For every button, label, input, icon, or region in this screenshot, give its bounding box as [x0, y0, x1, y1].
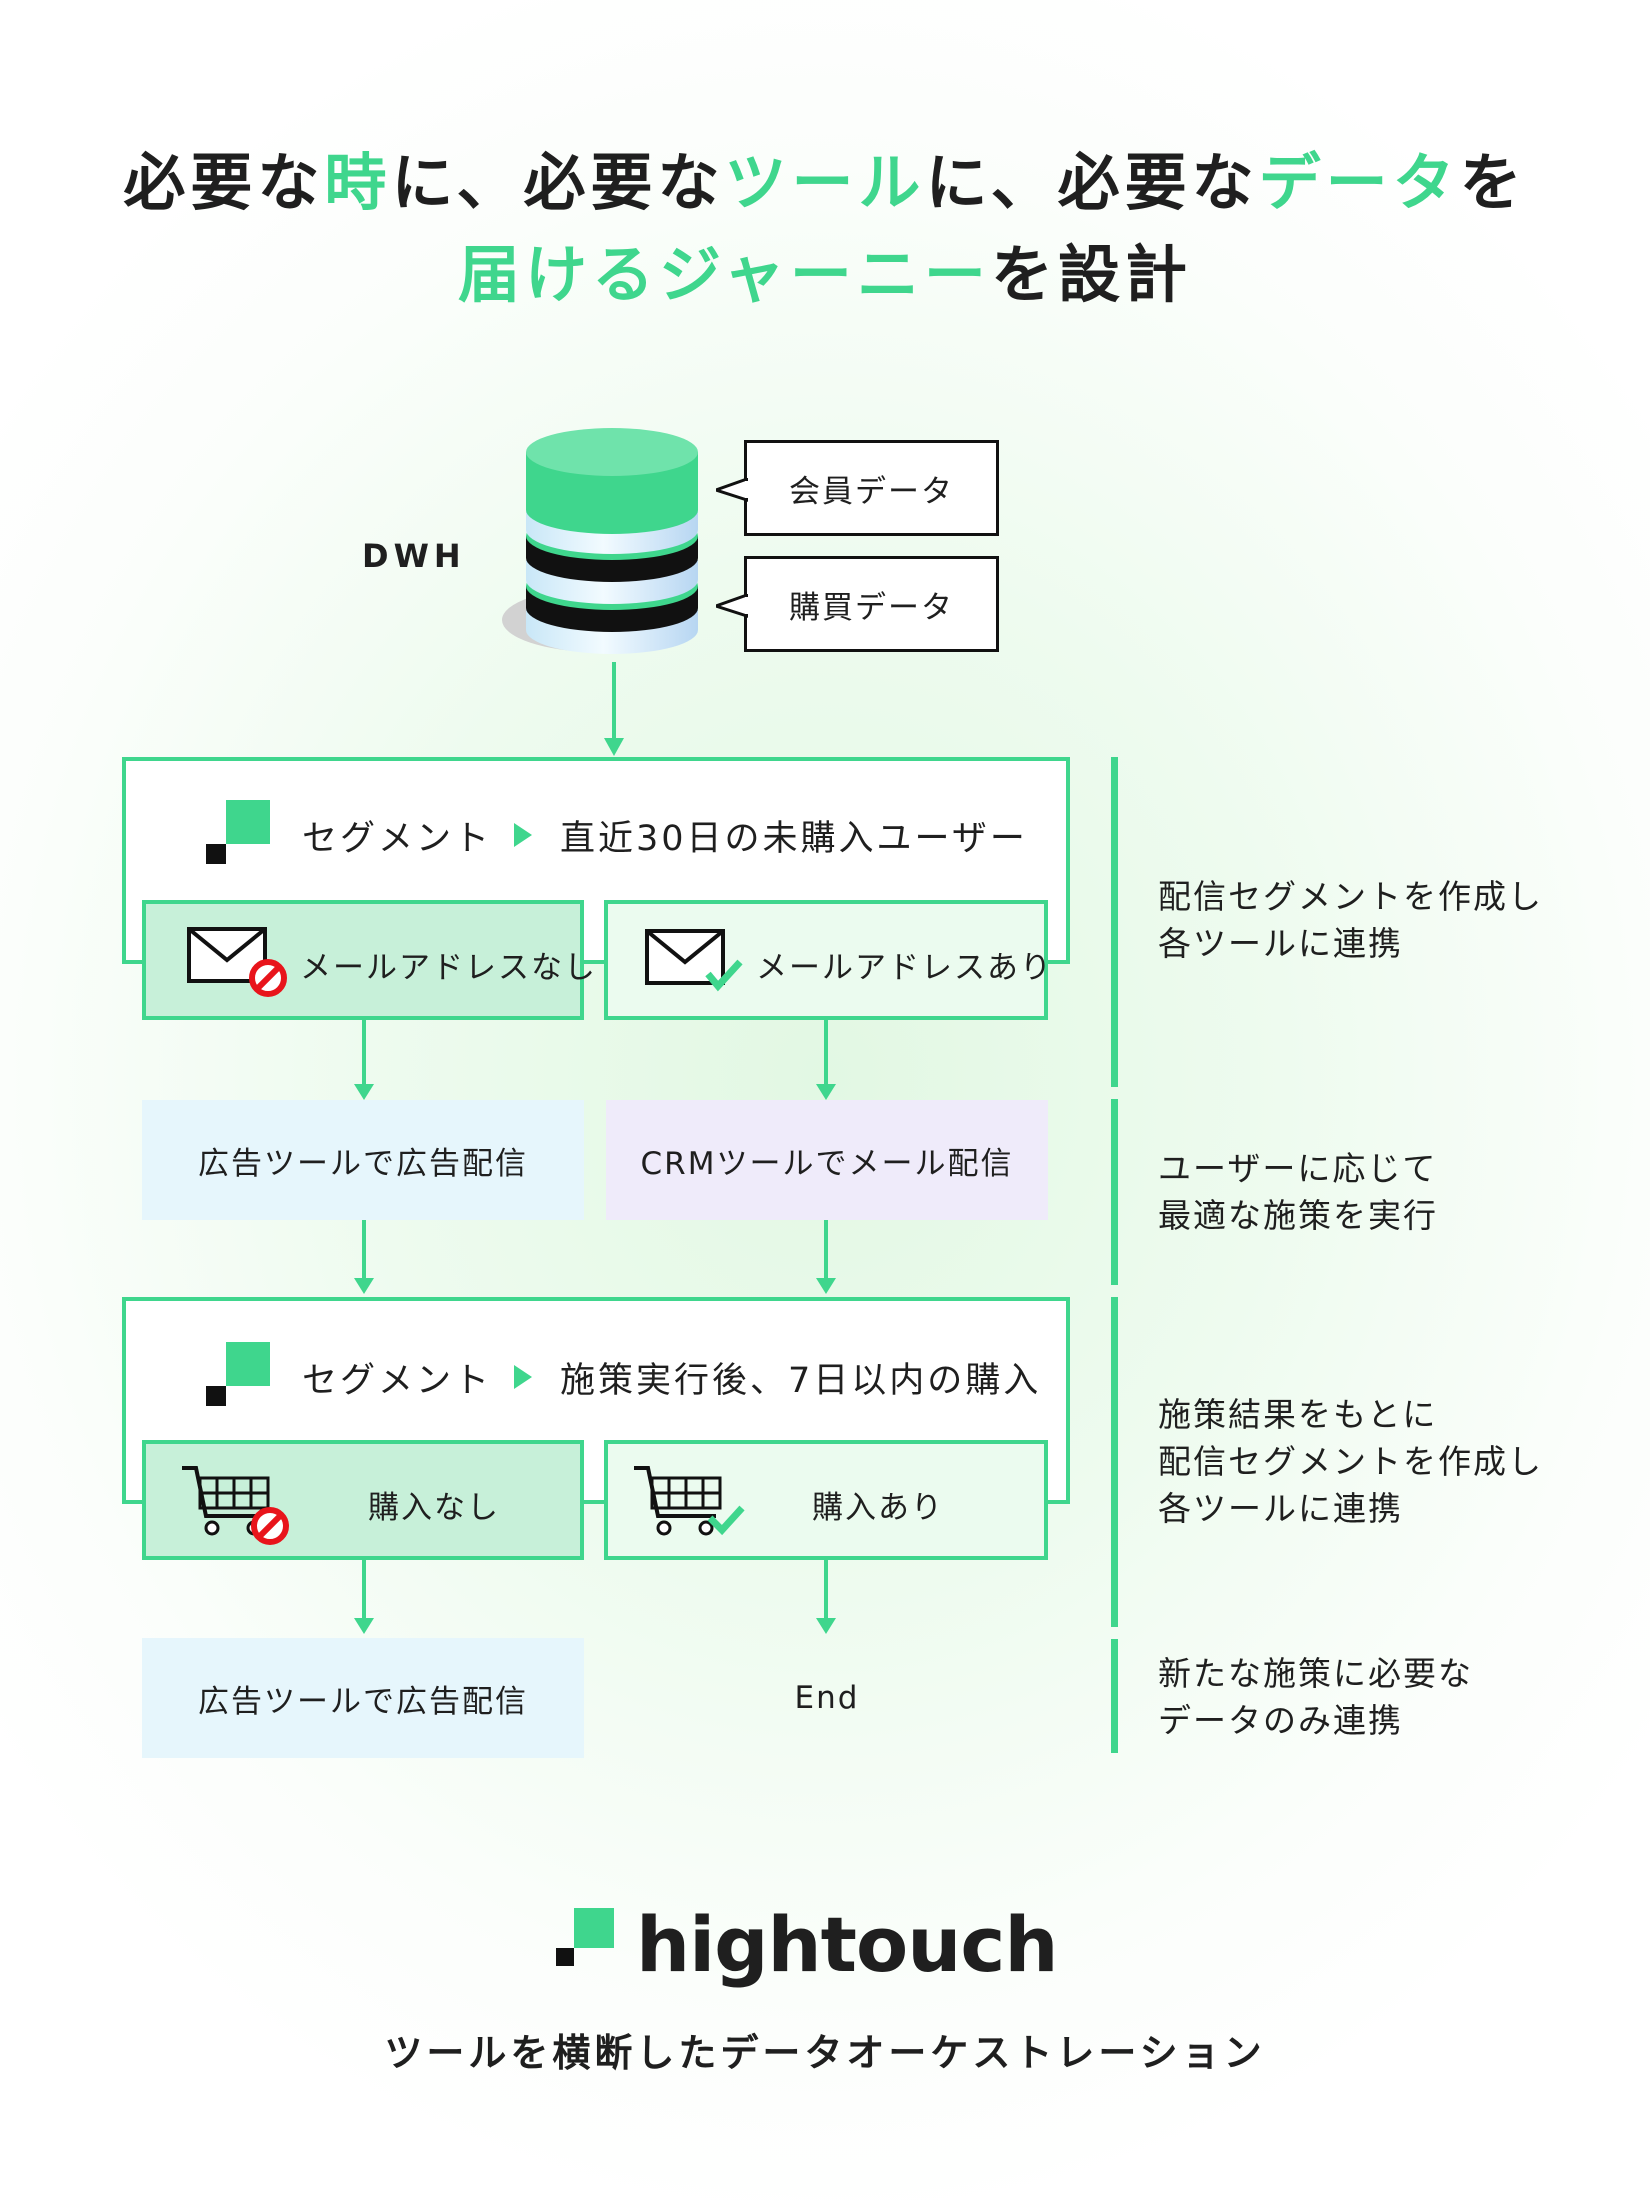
hightouch-mark-icon: [206, 1342, 270, 1406]
segment-condition: 施策実行後、7日以内の購入: [560, 1360, 1042, 1401]
title-part-accent: ツール: [724, 146, 926, 219]
action-label: End: [794, 1680, 860, 1716]
side-bar-2: [1111, 1099, 1118, 1285]
hightouch-logo-icon: [556, 1908, 614, 1966]
bubble-label: 購買データ: [789, 589, 954, 626]
side-note-line: 各ツールに連携: [1158, 924, 1403, 963]
action-label: CRMツールでメール配信: [640, 1145, 1014, 1182]
logo-wordmark: hightouch: [636, 1900, 1058, 1989]
bubble-label: 会員データ: [789, 473, 954, 510]
action-label: 広告ツールで広告配信: [198, 1683, 528, 1720]
segment-header-2: セグメント 施策実行後、7日以内の購入: [302, 1354, 1042, 1401]
title-part: に、必要な: [925, 146, 1259, 219]
bubble-pointer: [716, 594, 748, 618]
branch-has-email: メールアドレスあり: [604, 900, 1051, 1020]
bubble-pointer: [716, 478, 748, 502]
branch-no-purchase: 購入なし: [142, 1440, 584, 1560]
side-bar-3: [1111, 1297, 1118, 1627]
side-note-2: ユーザーに応じて 最適な施策を実行: [1158, 1145, 1438, 1239]
side-note-line: ユーザーに応じて: [1158, 1149, 1438, 1188]
segment-header-1: セグメント 直近30日の未購入ユーザー: [302, 812, 1028, 859]
side-note-line: 新たな施策に必要な: [1158, 1654, 1473, 1693]
dwh-label: DWH: [362, 537, 466, 575]
action-crm-mail: CRMツールでメール配信: [606, 1100, 1048, 1220]
side-note-4: 新たな施策に必要な データのみ連携: [1158, 1650, 1473, 1744]
mail-check-icon: [645, 929, 743, 992]
branch-has-purchase: 購入あり: [604, 1440, 1048, 1560]
side-note-line: 配信セグメントを作成し: [1158, 877, 1543, 916]
side-note-line: 最適な施策を実行: [1158, 1196, 1438, 1235]
title-part-accent: データ: [1258, 146, 1460, 219]
title-part-accent: 届けるジャーニー: [458, 238, 991, 311]
side-note-1: 配信セグメントを作成し 各ツールに連携: [1158, 873, 1543, 967]
title-part: を: [1459, 146, 1527, 219]
page-title-line-1: 必要な時に、必要なツールに、必要なデータを: [0, 152, 1650, 214]
triangle-right-icon: [514, 1365, 533, 1389]
speech-bubble-member-data: 会員データ: [744, 440, 999, 536]
branch-label: 購入なし: [368, 1490, 500, 1526]
side-note-3: 施策結果をもとに 配信セグメントを作成し 各ツールに連携: [1158, 1391, 1543, 1532]
side-note-line: 配信セグメントを作成し: [1158, 1442, 1543, 1481]
title-part: を設計: [990, 238, 1192, 311]
segment-frame-2: [122, 1297, 1070, 1504]
hightouch-mark-icon: [206, 800, 270, 864]
segment-label: セグメント: [302, 1360, 493, 1401]
title-part: に、必要な: [391, 146, 725, 219]
title-part: 必要な: [123, 146, 325, 219]
cart-check-icon: [634, 1466, 745, 1536]
branch-no-email: メールアドレスなし: [142, 900, 595, 1020]
database-icon: [502, 428, 698, 654]
branch-label: メールアドレスなし: [300, 950, 597, 986]
segment-condition: 直近30日の未購入ユーザー: [560, 818, 1028, 859]
branch-label: 購入あり: [812, 1490, 944, 1526]
mail-blocked-icon: [187, 927, 287, 997]
action-end: End: [606, 1638, 1048, 1758]
cart-blocked-icon: [182, 1466, 289, 1545]
branch-label: メールアドレスあり: [756, 950, 1053, 986]
title-part-accent: 時: [324, 146, 392, 219]
action-ad-delivery-1: 広告ツールで広告配信: [142, 1100, 584, 1220]
speech-bubble-purchase-data: 購買データ: [744, 556, 999, 652]
action-label: 広告ツールで広告配信: [198, 1145, 528, 1182]
footer-tagline: ツールを横断したデータオーケストレーション: [384, 2031, 1266, 2075]
side-bar-1: [1111, 757, 1118, 1087]
segment-label: セグメント: [302, 818, 493, 859]
action-ad-delivery-2: 広告ツールで広告配信: [142, 1638, 584, 1758]
triangle-right-icon: [514, 823, 533, 847]
side-note-line: データのみ連携: [1158, 1701, 1403, 1740]
page-title-line-2: 届けるジャーニーを設計: [0, 244, 1650, 306]
side-bar-4: [1111, 1639, 1118, 1753]
side-note-line: 各ツールに連携: [1158, 1489, 1403, 1528]
side-note-line: 施策結果をもとに: [1158, 1395, 1438, 1434]
